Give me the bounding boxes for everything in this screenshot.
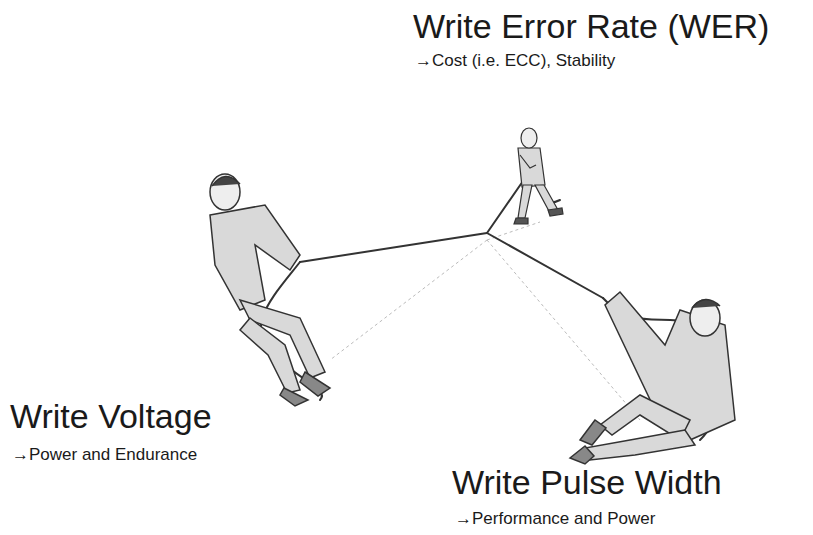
axis-title: Write Voltage	[10, 398, 212, 435]
axis-title: Write Pulse Width	[452, 464, 722, 501]
axis-note: →Power and Endurance	[12, 446, 197, 465]
axis-title: Write Error Rate (WER)	[413, 8, 769, 45]
axis-note: →Performance and Power	[455, 510, 655, 529]
axis-note: →Cost (i.e. ECC), Stability	[415, 52, 615, 71]
